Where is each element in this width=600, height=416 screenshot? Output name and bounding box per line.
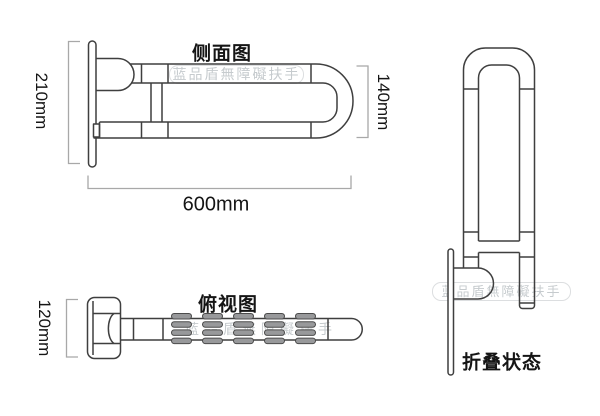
joint-lines-top-tube [140,64,312,83]
dim-bracket-600 [87,175,352,190]
pivot-housing-side [96,57,135,92]
wall-plate-folded [447,248,455,376]
pivot-housing-folded [453,267,495,300]
rib-group [171,313,192,345]
flange-hub-curve [107,312,115,345]
folded-left-leg [462,89,480,268]
folded-right-leg [518,89,536,303]
folded-outer-u [462,47,536,89]
top-view-drawing [86,296,363,360]
inner-u-edge [99,82,338,123]
end-height-dimension-label: 140mm [374,73,393,131]
folded-inner-u [477,64,521,89]
dim-bracket-120 [65,298,78,358]
grip-ribs [171,313,316,345]
folded-crossbar [478,240,520,254]
width-dimension-label: 120mm [35,299,54,357]
dimension-lines [65,40,369,358]
side-view-drawing [87,40,354,168]
vertical-connector [150,83,163,122]
watermark-folded-view: 蓝品盾無障礙扶手 [432,282,571,301]
folded-right-leg-end-cap [518,302,536,310]
folded-right-leg-joints [519,231,535,258]
flange-hub-lines [93,312,121,345]
dim-bracket-140 [356,65,369,139]
folded-view-title: 折叠状态 [461,352,543,374]
dim-bracket-210 [67,40,80,165]
bottom-tube-stub [92,123,101,138]
joint-lines-bottom-tube [98,122,312,138]
tube-top-view [120,317,363,341]
folded-view-drawing [447,47,536,376]
side-view-title: 侧面图 [191,43,253,65]
length-dimension-label: 600mm [182,193,250,216]
tube-joint-lines [132,318,329,340]
height-dimension-label: 210mm [32,72,51,130]
top-view-title: 俯视图 [197,294,259,316]
outer-u-turn [315,63,354,139]
flange-top-view [86,296,122,360]
folded-left-leg-joints [463,231,479,258]
wall-plate-side [87,40,97,168]
